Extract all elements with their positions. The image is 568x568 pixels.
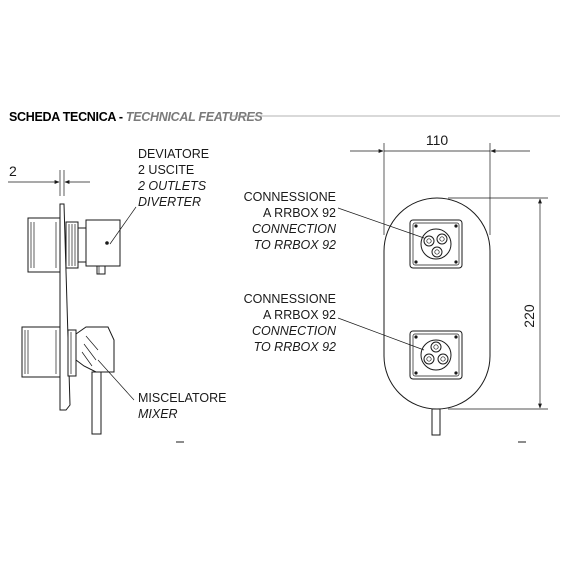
connector-top-port-3-inner	[434, 249, 440, 255]
width-value: 110	[426, 132, 449, 148]
mixer-label-line2: MIXER	[138, 407, 178, 421]
mixer-body-line-1	[85, 335, 99, 351]
connection-top-label: CONNESSIONE A RRBOX 92 CONNECTION TO RRB…	[244, 190, 337, 252]
connector-bottom-screw-2	[454, 335, 458, 339]
connection-bottom-leader	[337, 317, 425, 351]
diverter-label: DEVIATORE 2 USCITE 2 OUTLETS DIVERTER	[137, 147, 209, 209]
connection-top-line1: CONNESSIONE	[244, 190, 336, 204]
front-view: 110 220	[337, 132, 548, 443]
connector-top-port-1	[423, 235, 435, 247]
connection-top-line2: A RRBOX 92	[263, 206, 336, 220]
diverter-outlet	[96, 265, 106, 275]
header-title-main: SCHEDA TECNICA	[9, 110, 116, 124]
connection-top-line4: TO RRBOX 92	[254, 238, 336, 252]
connector-top-port-2-inner	[439, 236, 445, 242]
connector-top-screw-4	[454, 260, 458, 264]
connection-top-line3: CONNECTION	[252, 222, 337, 236]
wall-thickness-value: 2	[9, 163, 17, 179]
connector-top-screw-2	[454, 224, 458, 228]
connection-bottom-line2: A RRBOX 92	[263, 308, 336, 322]
diverter-label-line4: DIVERTER	[138, 195, 201, 209]
connection-bottom-line4: TO RRBOX 92	[254, 340, 336, 354]
mixer-label: MISCELATORE MIXER	[138, 391, 226, 421]
connector-bottom-screw-4	[454, 371, 458, 375]
connector-top-port-3	[431, 246, 443, 258]
connector-top	[409, 219, 463, 269]
header-subtitle: TECHNICAL FEATURES	[126, 110, 263, 124]
front-outlet-pipe	[431, 408, 441, 436]
diverter-body	[85, 219, 121, 267]
connector-bottom-port-1-inner	[433, 344, 439, 350]
connector-top-screw-3	[414, 260, 418, 264]
height-value: 220	[521, 304, 537, 328]
connector-bottom-screw-3	[414, 371, 418, 375]
diverter-neck	[77, 227, 87, 263]
connector-bottom-port-3	[437, 353, 449, 365]
connection-top-leader	[337, 207, 425, 239]
connector-bottom-port-3-inner	[440, 356, 446, 362]
header-title: SCHEDA TECNICA - TECHNICAL FEATURES	[9, 110, 263, 124]
diverter-leader	[109, 206, 137, 245]
mixer-leader	[97, 359, 135, 401]
connector-bottom-port-2	[423, 353, 435, 365]
mixer-pipe	[91, 371, 102, 435]
connector-bottom	[409, 330, 463, 380]
mixer-body	[75, 326, 115, 373]
diverter-label-line3: 2 OUTLETS	[137, 179, 207, 193]
connector-top-frame	[409, 219, 463, 269]
connector-top-ring	[420, 228, 452, 260]
header: SCHEDA TECNICA - TECHNICAL FEATURES	[9, 110, 560, 124]
connector-bottom-port-1	[430, 341, 442, 353]
connector-top-port-2	[436, 233, 448, 245]
mixer-body-line-3	[81, 351, 93, 367]
connector-bottom-screw-1	[414, 335, 418, 339]
side-view: 2	[8, 163, 184, 443]
connector-top-screw-1	[414, 224, 418, 228]
connector-bottom-port-2-inner	[426, 356, 432, 362]
connector-bottom-frame-inner	[412, 333, 460, 377]
connector-top-port-1-inner	[426, 238, 432, 244]
diverter-label-line1: DEVIATORE	[138, 147, 209, 161]
connector-top-frame-inner	[412, 222, 460, 266]
connection-bottom-line1: CONNESSIONE	[244, 292, 336, 306]
connector-bottom-frame	[409, 330, 463, 380]
mixer-label-line1: MISCELATORE	[138, 391, 226, 405]
diverter-dot	[105, 241, 109, 245]
mixer-collar	[67, 329, 77, 377]
header-separator: -	[116, 110, 126, 124]
connection-bottom-label: CONNESSIONE A RRBOX 92 CONNECTION TO RRB…	[244, 292, 337, 354]
diverter-knob	[27, 217, 61, 273]
connection-bottom-line3: CONNECTION	[252, 324, 337, 338]
connector-bottom-ring	[420, 339, 452, 371]
diverter-label-line2: 2 USCITE	[138, 163, 194, 177]
mixer-body-line-2	[83, 343, 97, 361]
